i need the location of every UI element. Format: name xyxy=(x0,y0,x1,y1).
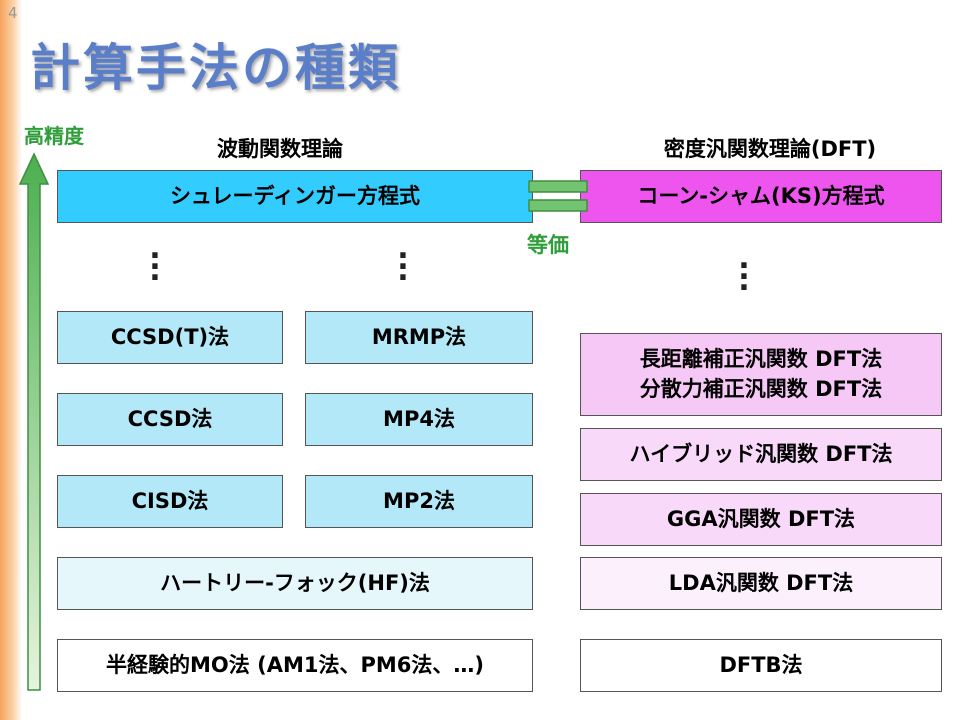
cisd-method-label: CISD法 xyxy=(131,488,209,513)
ccsdt-method-label: CCSD(T)法 xyxy=(110,324,230,349)
cisd-method-box: CISD法 xyxy=(57,475,283,528)
mrmp-method-label: MRMP法 xyxy=(371,324,467,349)
mp2-method-label: MP2法 xyxy=(383,488,455,513)
slide-title: 計算手法の種類 xyxy=(30,39,401,97)
equivalence-equals-icon xyxy=(528,180,588,212)
mp4-method-label: MP4法 xyxy=(383,406,455,431)
schrodinger-equation-label: シュレーディンガー方程式 xyxy=(169,183,421,208)
ccsd-method-box: CCSD法 xyxy=(57,393,283,446)
dftb-method-label: DFTB法 xyxy=(719,652,803,677)
schrodinger-equation-box: シュレーディンガー方程式 xyxy=(57,170,533,223)
ccsd-method-label: CCSD法 xyxy=(127,406,213,431)
kohn-sham-equation-label: コーン-シャム(KS)方程式 xyxy=(637,183,885,208)
equals-lower-bar xyxy=(528,199,588,212)
hybrid-functional-dft-box: ハイブリッド汎関数 DFT法 xyxy=(580,428,942,481)
dispersion-corrected-dft-label: 分散力補正汎関数 DFT法 xyxy=(639,376,883,401)
lda-functional-dft-box: LDA汎関数 DFT法 xyxy=(580,557,942,610)
accuracy-axis-label: 高精度 xyxy=(24,124,84,148)
mp2-method-box: MP2法 xyxy=(305,475,533,528)
mrmp-method-box: MRMP法 xyxy=(305,311,533,364)
semi-empirical-method-box: 半経験的MO法 (AM1法、PM6法、…) xyxy=(57,639,533,692)
accuracy-arrow-shape xyxy=(18,152,50,691)
gga-functional-dft-label: GGA汎関数 DFT法 xyxy=(666,506,856,531)
hybrid-functional-dft-label: ハイブリッド汎関数 DFT法 xyxy=(629,441,893,466)
side-accent-bar xyxy=(0,0,22,720)
vertical-ellipsis-right: ... xyxy=(738,241,750,298)
equals-upper-bar xyxy=(528,180,588,193)
semi-empirical-method-label: 半経験的MO法 (AM1法、PM6法、…) xyxy=(106,652,484,677)
hartree-fock-method-label: ハートリー-フォック(HF)法 xyxy=(160,570,430,595)
kohn-sham-equation-box: コーン-シャム(KS)方程式 xyxy=(580,170,942,223)
gga-functional-dft-box: GGA汎関数 DFT法 xyxy=(580,493,942,546)
accuracy-arrow xyxy=(18,152,50,691)
hartree-fock-method-box: ハートリー-フォック(HF)法 xyxy=(57,557,533,610)
lda-functional-dft-label: LDA汎関数 DFT法 xyxy=(668,570,854,595)
ccsdt-method-box: CCSD(T)法 xyxy=(57,311,283,364)
corrected-functional-dft-box: 長距離補正汎関数 DFT法 分散力補正汎関数 DFT法 xyxy=(580,333,942,416)
dftb-method-box: DFTB法 xyxy=(580,639,942,692)
wavefunction-heading: 波動関数理論 xyxy=(217,137,343,161)
mp4-method-box: MP4法 xyxy=(305,393,533,446)
range-corrected-dft-label: 長距離補正汎関数 DFT法 xyxy=(639,347,883,372)
vertical-ellipsis-left: ... xyxy=(149,231,161,288)
page-number: 4 xyxy=(8,4,18,22)
dft-heading: 密度汎関数理論(DFT) xyxy=(663,137,877,161)
equivalence-label: 等価 xyxy=(527,233,569,257)
vertical-ellipsis-center: ... xyxy=(397,231,409,288)
